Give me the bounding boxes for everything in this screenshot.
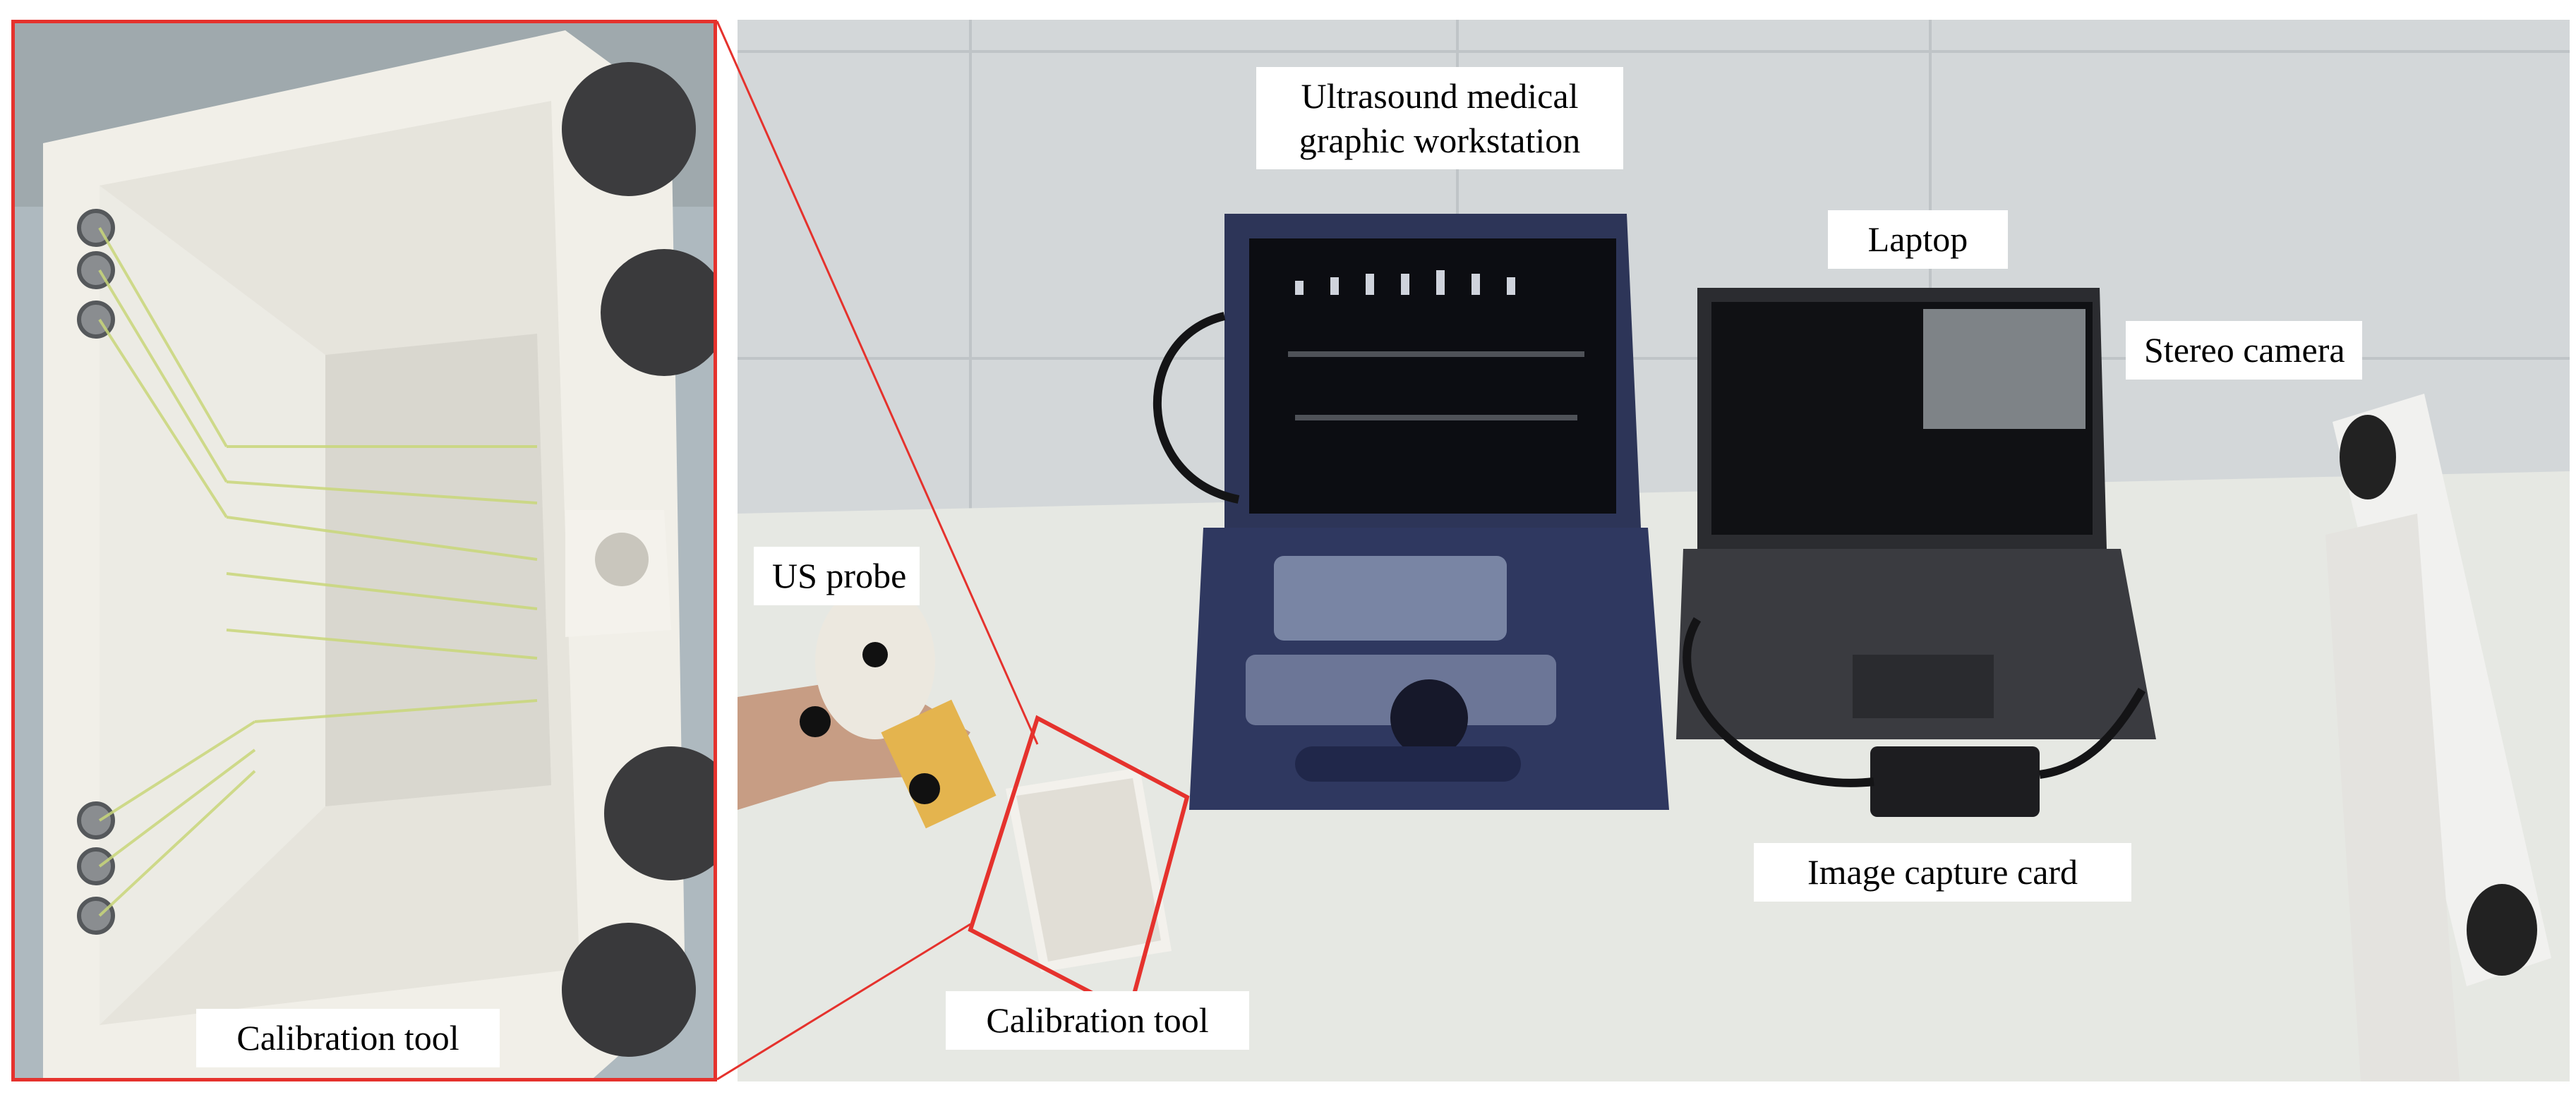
workstation-screen	[1249, 238, 1616, 514]
marker-sphere	[601, 249, 714, 376]
laptop-device	[1676, 288, 2156, 739]
label-workstation-line2: graphic workstation	[1299, 120, 1581, 160]
experimental-setup-photo	[738, 20, 2570, 1081]
label-calibration-tool-center: Calibration tool	[946, 991, 1249, 1050]
left-lens	[2340, 415, 2396, 499]
tiled-wall	[738, 20, 2570, 556]
label-ultrasound-workstation: Ultrasound medical graphic workstation	[1256, 67, 1623, 169]
right-lens	[2467, 884, 2537, 976]
label-stereo-camera: Stereo camera	[2126, 321, 2362, 380]
marker-sphere	[562, 62, 696, 196]
label-calibration-tool-left: Calibration tool	[196, 1009, 500, 1067]
ultrasound-workstation-device	[1189, 214, 1669, 810]
cables	[1152, 312, 2146, 787]
screw-heads	[77, 209, 115, 935]
calibration-tool-closeup-photo	[11, 20, 717, 1081]
camera-stand	[2325, 514, 2460, 1081]
label-laptop: Laptop	[1828, 210, 2008, 269]
label-workstation-line1: Ultrasound medical	[1301, 76, 1579, 116]
marker-sphere	[604, 746, 714, 880]
capture-card-device	[1870, 746, 2040, 817]
touchpad	[1853, 655, 1994, 718]
trackball	[1390, 679, 1468, 757]
calibration-tool-closeup-drawing	[15, 23, 714, 1078]
label-image-capture-card: Image capture card	[1754, 843, 2131, 902]
label-us-probe: US probe	[754, 547, 920, 605]
mounting-hole	[595, 533, 649, 586]
setup-scene-drawing	[738, 20, 2570, 1081]
laptop-keyboard	[1676, 549, 2156, 739]
handle	[1295, 746, 1521, 782]
calibration-threads	[98, 226, 538, 917]
marker-sphere	[562, 923, 696, 1057]
stereo-camera-device	[2325, 394, 2551, 1081]
